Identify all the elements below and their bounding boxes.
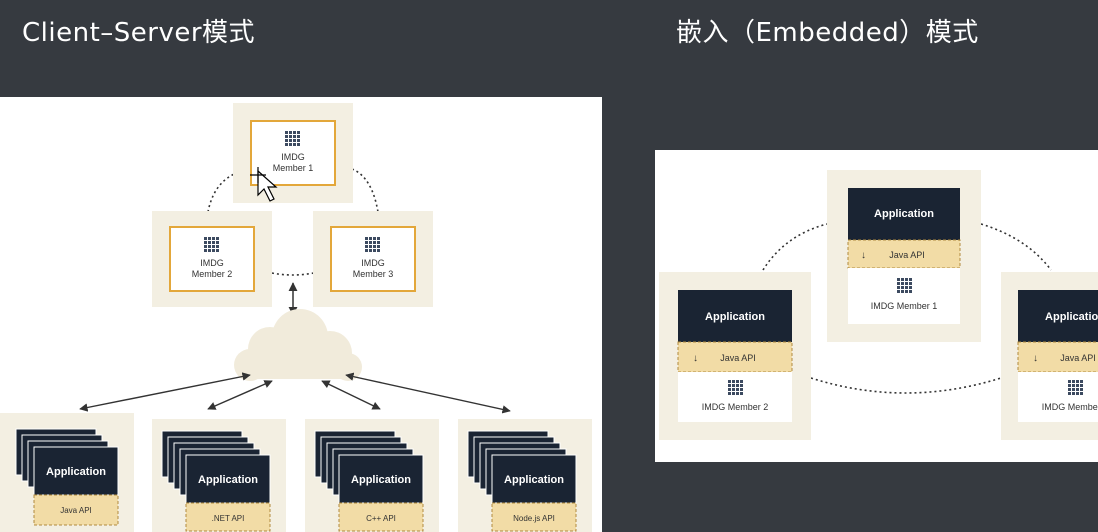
svg-text:Application: Application <box>1045 311 1098 323</box>
imdg-member-1: IMDG Member 1 <box>233 103 353 203</box>
down-arrow-icon: ↓ <box>861 250 866 261</box>
embedded-member-1: Application ↓ Java API IMDG Member 1 <box>827 170 981 342</box>
client-group-dotnet: Application .NET API <box>152 419 286 532</box>
svg-text:Member 1: Member 1 <box>273 163 314 173</box>
svg-text:IMDG Member 2: IMDG Member 2 <box>702 402 769 412</box>
cloud-icon <box>234 309 362 381</box>
down-arrow-icon: ↓ <box>693 353 698 364</box>
imdg-member-2: IMDG Member 2 <box>152 211 272 307</box>
svg-text:Java API: Java API <box>60 506 92 515</box>
client-server-heading: Client–Server模式 <box>22 18 256 48</box>
svg-text:Application: Application <box>705 311 765 323</box>
svg-text:IMDG: IMDG <box>281 152 305 162</box>
cursor-icon <box>250 167 278 202</box>
svg-text:.NET API: .NET API <box>212 514 245 523</box>
embedded-member-3: Application ↓ Java API IMDG Member 3 <box>1001 272 1098 440</box>
svg-text:IMDG: IMDG <box>200 258 224 268</box>
client-server-diagram: IMDG Member 1 IMDG Member 2 IMDG Member … <box>0 97 602 532</box>
svg-text:Java API: Java API <box>1060 353 1096 363</box>
embedded-heading: 嵌入（Embedded）模式 <box>676 18 979 48</box>
svg-text:Member 2: Member 2 <box>192 269 233 279</box>
svg-text:Application: Application <box>46 466 106 478</box>
client-group-cpp: Application C++ API <box>305 419 439 532</box>
embedded-member-2: Application ↓ Java API IMDG Member 2 <box>659 272 811 440</box>
svg-text:Java API: Java API <box>720 353 756 363</box>
svg-text:Application: Application <box>198 474 258 486</box>
svg-text:IMDG Member 1: IMDG Member 1 <box>871 301 938 311</box>
svg-text:IMDG: IMDG <box>361 258 385 268</box>
client-group-java: Application Java API <box>0 413 134 532</box>
svg-text:Member 3: Member 3 <box>353 269 394 279</box>
down-arrow-icon: ↓ <box>1033 353 1038 364</box>
svg-text:Application: Application <box>504 474 564 486</box>
svg-text:IMDG Member 3: IMDG Member 3 <box>1042 402 1098 412</box>
svg-text:Java API: Java API <box>889 250 925 260</box>
svg-text:C++ API: C++ API <box>366 514 396 523</box>
svg-text:Node.js API: Node.js API <box>513 514 555 523</box>
embedded-diagram: Application ↓ Java API IMDG Member 1 App… <box>655 150 1098 462</box>
client-group-nodejs: Application Node.js API <box>458 419 592 532</box>
svg-text:Application: Application <box>874 208 934 220</box>
svg-text:Application: Application <box>351 474 411 486</box>
imdg-member-3: IMDG Member 3 <box>313 211 433 307</box>
